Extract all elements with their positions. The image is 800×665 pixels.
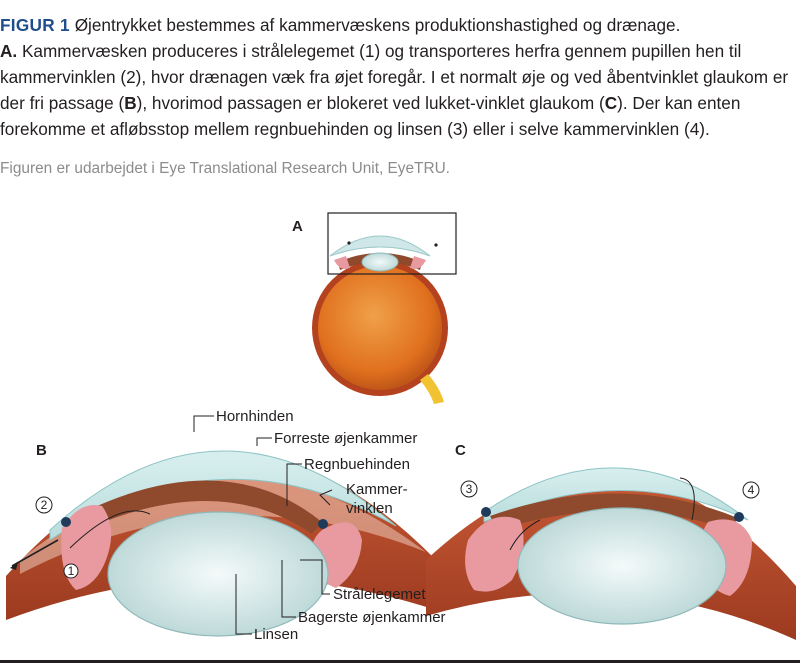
label-regnbuehinden: Regnbuehinden [304,456,410,473]
figure-credit: Figuren er udarbejdet i Eye Translationa… [0,160,450,177]
caption-text-1: Kammervæsken produceres i strålelegemet … [0,41,789,113]
figure-label: FIGUR 1 [0,15,70,35]
label-straalelegemet: Strålelegemet [333,586,426,603]
angle-dot-b-right [318,519,328,529]
label-linsen: Linsen [254,626,298,643]
marker-2: 2 [35,496,53,514]
angle-dot-c-left [481,507,491,517]
panel-c-label: C [455,442,466,459]
zoom-box [327,212,457,275]
marker-1: 1 [63,563,79,579]
angle-dot-c-right [734,512,744,522]
cornea-c [483,467,749,523]
iris-b [68,480,322,534]
panel-b-label: B [36,442,47,459]
caption-b-ref: B [124,93,137,113]
label-kammervinklen-2: vinklen [346,500,393,517]
cornea-small [329,235,431,257]
marker-3-text: 3 [466,482,473,496]
label-forreste-ojenkammer: Forreste øjenkammer [274,430,417,447]
caption-part-a-label: A. [0,41,18,61]
label-bagerste-ojenkammer: Bagerste øjenkammer [298,609,446,626]
caption-text-2: ), hvorimod passagen er blokeret ved luk… [136,93,605,113]
marker-1-text: 1 [68,564,75,578]
eyeball [318,266,442,390]
panel-b-eye: B [6,442,436,637]
label-hornhinden: Hornhinden [216,408,294,425]
iris-c [490,493,738,530]
bottom-rule [0,660,800,663]
panel-a-eye: A [292,212,457,404]
panel-a-label: A [292,218,303,235]
marker-4-text: 4 [748,483,755,497]
marker-4: 4 [742,481,760,499]
marker-2-text: 2 [41,498,48,512]
panel-c-eye: C [426,442,796,640]
caption-title: Øjentrykket bestemmes af kammervæskens p… [74,15,681,35]
ciliary-small-right [410,256,426,269]
ciliary-small-left [334,256,350,269]
lens-c [517,507,727,625]
caption-text-3: ). Der kan enten forekomme et afløbsstop… [0,93,741,139]
lens-small [361,252,399,272]
angle-dot-b-left [61,517,71,527]
label-kammervinklen-1: Kammer- [346,481,408,498]
figure-caption: FIGUR 1 Øjentrykket bestemmes af kammerv… [0,12,795,142]
marker-3: 3 [460,480,478,498]
optic-nerve [420,374,444,404]
caption-c-ref: C [604,93,618,113]
lens-b [107,511,329,637]
ciliary-c-left [465,516,524,592]
